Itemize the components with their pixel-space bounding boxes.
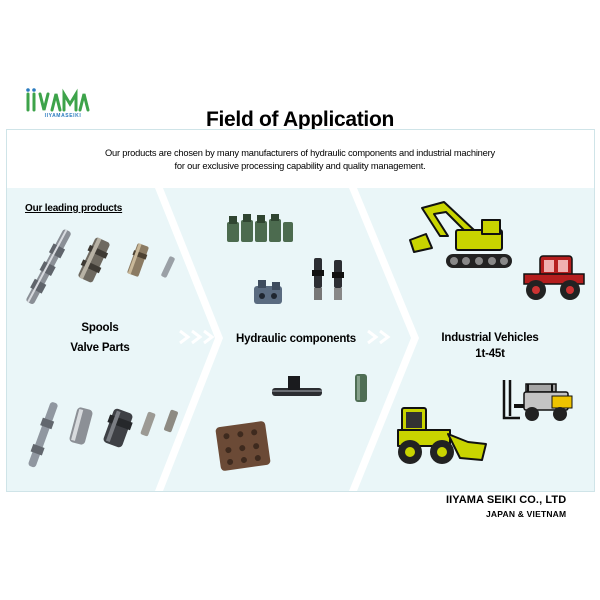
hydraulic-block-icon [254, 280, 282, 304]
valve-part-icon [78, 237, 110, 283]
wheel-loader-icon [397, 407, 487, 464]
page-title: Field of Application [205, 108, 395, 131]
intro-line-2: for our exclusive processing capability … [174, 161, 426, 171]
valve-part-icon [140, 411, 156, 437]
excavator-icon [409, 201, 512, 268]
cartridge-valve-icon [312, 258, 344, 300]
double-chevron-icon [179, 329, 215, 345]
parts-caption-line-2: Valve Parts [70, 342, 130, 354]
vehicles-caption-line-1: Industrial Vehicles [441, 332, 539, 344]
logo-icon [26, 88, 90, 112]
leading-products-label: Our leading products [25, 203, 123, 214]
hydraulic-block-icon [215, 421, 271, 471]
valve-part-icon [103, 408, 133, 448]
spool-icon [26, 229, 71, 305]
spool-icon [28, 402, 58, 468]
double-chevron-icon [367, 329, 391, 345]
parts-caption-line-1: Spools [81, 322, 119, 334]
company-name: IIYAMA SEIKI CO., LTD [446, 494, 567, 506]
hydraulic-block-icon [355, 374, 367, 402]
valve-part-icon [161, 256, 175, 278]
vehicles-caption-line-2: 1t-45t [475, 348, 505, 360]
valve-part-icon [127, 243, 149, 277]
cartridge-valve-icon [272, 376, 322, 396]
valve-part-icon [164, 409, 178, 433]
intro-line-1: Our products are chosen by many manufact… [105, 148, 495, 158]
valve-part-icon [69, 407, 93, 445]
company-countries: JAPAN & VIETNAM [486, 509, 567, 519]
tractor-icon [523, 255, 585, 300]
logo-brand-text: IIYAMASEIKI [44, 113, 82, 119]
forklift-icon [502, 380, 573, 421]
hydraulic-caption: Hydraulic components [236, 333, 356, 345]
hydraulic-block-icon [227, 214, 293, 242]
